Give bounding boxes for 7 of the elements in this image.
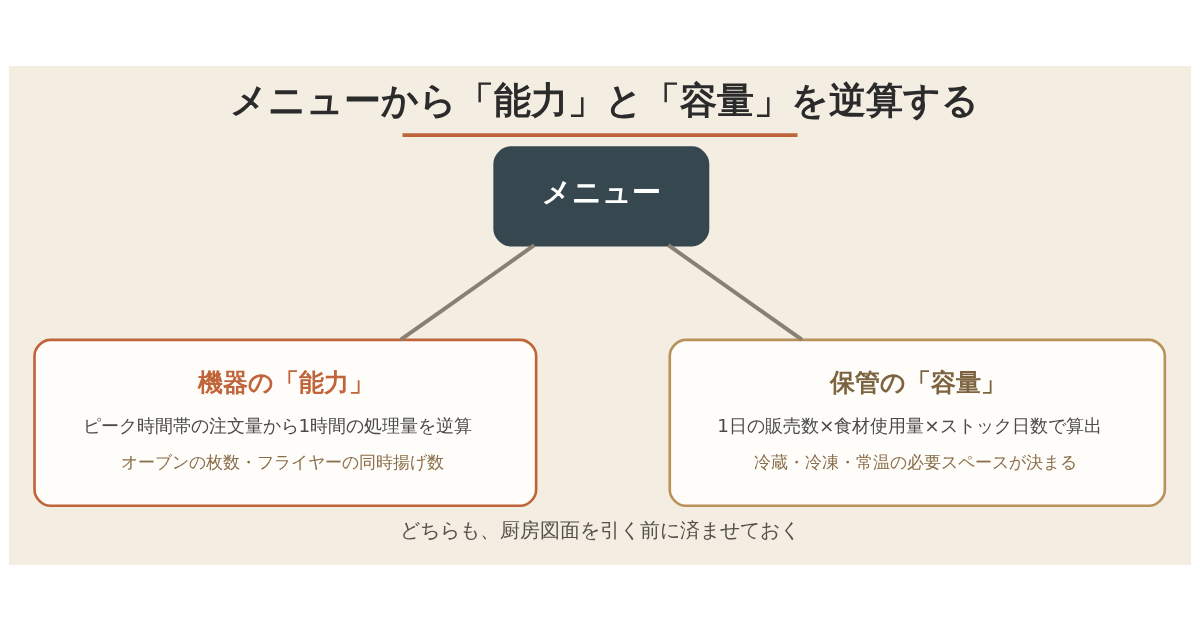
node-box: メニュー — [493, 145, 710, 246]
diagram-title: メニューから「能力」と「容量」を逆算する — [230, 77, 980, 122]
caption: どちらも、厨房図面を引く前に済ませておく — [400, 518, 800, 542]
node-box: 機器の「能力」 ピーク時間帯の注文量から1時間の処理量を逆算 オーブンの枚数・フライヤーの同時揚げ数 — [33, 338, 538, 507]
connector — [667, 243, 803, 341]
node-box: 保管の「容量」 1日の販売数×食材使用量×ストック日数で算出 冷蔵・冷凍・常温の必要スペースが決まる — [668, 338, 1167, 507]
connector — [399, 243, 536, 341]
